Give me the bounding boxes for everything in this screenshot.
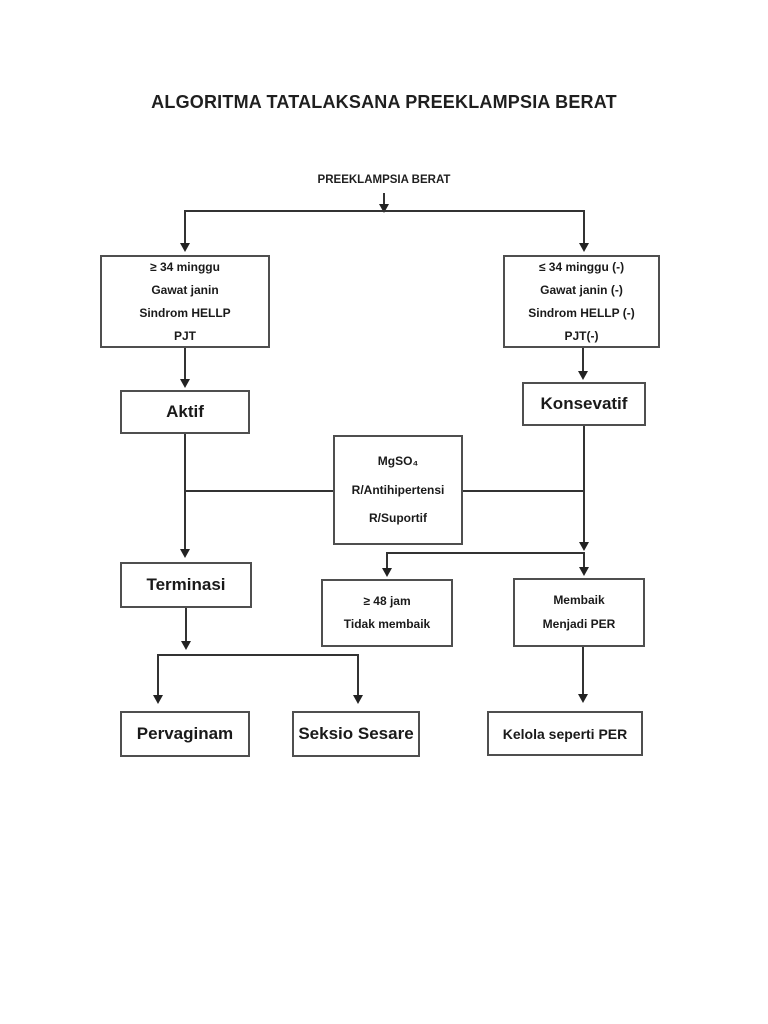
connector-membaik-kelola-arrowhead [578, 694, 588, 703]
connector-branch-jam48-stem [386, 552, 388, 569]
connector-aktif-terminasi-arrowhead [180, 549, 190, 558]
node-criteria-active: ≥ 34 minggu Gawat janin Sindrom HELLP PJ… [100, 255, 270, 348]
membaik-line-2: Menjadi PER [542, 617, 616, 631]
node-kelola-per: Kelola seperti PER [487, 711, 643, 756]
page-title: ALGORITMA TATALAKSANA PREEKLAMPSIA BERAT [151, 92, 617, 112]
jam48-line-1: ≥ 48 jam [363, 593, 411, 608]
node-konservatif: Konsevatif [522, 382, 646, 426]
node-preeklampsia-berat: PREEKLAMPSIA BERAT [317, 174, 451, 186]
connector-konservatif-branch-stem [583, 426, 585, 542]
connector-terminasi-branch-bar [157, 654, 359, 656]
connector-terminasi-branch-stem [185, 608, 187, 641]
pervaginam-label: Pervaginam [136, 724, 234, 743]
node-aktif: Aktif [120, 390, 250, 434]
connector-criteria-konservatif-arrowhead [578, 371, 588, 380]
seksio-sesare-label: Seksio Sesare [298, 724, 414, 743]
connector-split-left-arrowhead [180, 243, 190, 252]
connector-membaik-kelola-stem [582, 647, 584, 694]
connector-aktif-terapi-link [184, 490, 333, 492]
connector-criteria-aktif-arrowhead [180, 379, 190, 388]
connector-root-arrowhead [379, 204, 389, 213]
connector-split-right-stem [583, 210, 585, 243]
criteria-active-line-1: ≥ 34 minggu [150, 259, 220, 274]
connector-branch-seksio-stem [357, 654, 359, 695]
connector-konservatif-branch-bar [386, 552, 585, 554]
connector-split-right-arrowhead [579, 243, 589, 252]
criteria-conservative-line-2: Gawat janin (-) [540, 282, 623, 297]
node-membaik: Membaik Menjadi PER [513, 578, 645, 647]
terapi-line-1: MgSO₄ [377, 454, 419, 469]
node-terminasi: Terminasi [120, 562, 252, 608]
connector-branch-seksio-arrowhead [353, 695, 363, 704]
jam48-line-2: Tidak membaik [343, 617, 431, 632]
node-pervaginam: Pervaginam [120, 711, 250, 757]
kelola-per-label: Kelola seperti PER [502, 725, 628, 742]
criteria-active-line-2: Gawat janin [151, 282, 219, 297]
connector-branch-pervaginam-stem [157, 654, 159, 695]
connector-branch-jam48-arrowhead [382, 568, 392, 577]
connector-konservatif-branch-arrowhead [579, 542, 589, 551]
node-criteria-conservative: ≤ 34 minggu (-) Gawat janin (-) Sindrom … [503, 255, 660, 348]
node-jam48: ≥ 48 jam Tidak membaik [321, 579, 453, 647]
connector-split-left-stem [184, 210, 186, 243]
connector-criteria-aktif-stem [184, 348, 186, 379]
criteria-conservative-line-4: PJT(-) [564, 328, 599, 343]
node-seksio-sesare: Seksio Sesare [292, 711, 420, 757]
connector-top-split [184, 210, 585, 212]
connector-branch-membaik-arrowhead [579, 567, 589, 576]
connector-criteria-konservatif-stem [582, 348, 584, 372]
criteria-conservative-line-1: ≤ 34 minggu (-) [538, 259, 625, 274]
connector-terapi-konservatif-link [463, 490, 584, 492]
terapi-line-3: R/Suportif [369, 510, 427, 525]
criteria-active-line-4: PJT [173, 328, 196, 343]
connector-root-stem [383, 193, 385, 205]
membaik-line-1: Membaik [553, 593, 605, 607]
terminasi-label: Terminasi [146, 575, 226, 594]
connector-terminasi-branch-arrowhead [181, 641, 191, 650]
terapi-line-2: R/Antihipertensi [351, 482, 445, 497]
criteria-active-line-3: Sindrom HELLP [139, 305, 231, 320]
connector-branch-membaik-stem [583, 552, 585, 568]
connector-branch-pervaginam-arrowhead [153, 695, 163, 704]
criteria-conservative-line-3: Sindrom HELLP (-) [528, 305, 635, 320]
konservatif-label: Konsevatif [540, 394, 628, 413]
node-terapi: MgSO₄ R/Antihipertensi R/Suportif [333, 435, 463, 545]
aktif-label: Aktif [166, 402, 204, 421]
